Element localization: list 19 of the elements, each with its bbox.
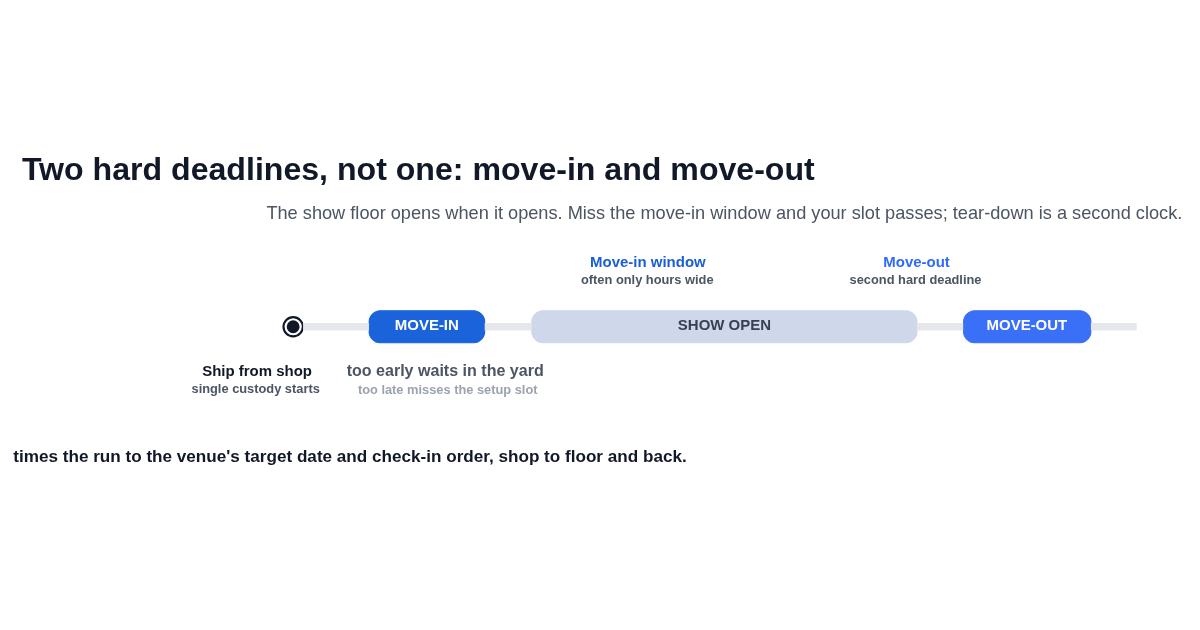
node-label: too early waits in the yard [346, 360, 544, 379]
connector [917, 323, 964, 331]
node-label: single custody starts [191, 380, 320, 396]
node-circle [282, 316, 304, 338]
label: The show floor opens when it opens. Miss the move-in window and your slot passes; tear-down is a second clock. [266, 202, 1183, 223]
node-label: second hard deadline [849, 271, 982, 287]
node-label: Move-in window [590, 253, 706, 271]
node-label: Move-out [883, 253, 950, 271]
node-box: MOVE-IN [368, 310, 486, 344]
node-label: Ship from shop [202, 362, 312, 380]
connector [1090, 323, 1137, 331]
label: times the run to the venue's target date and check-in order, shop to floor and back. [13, 447, 687, 467]
connector [484, 323, 532, 331]
node-box: MOVE-OUT [963, 310, 1092, 344]
node-box: SHOW OPEN [531, 310, 918, 344]
connector [303, 323, 369, 331]
node-label: often only hours wide [581, 271, 714, 287]
node-label: too late misses the setup slot [357, 381, 538, 397]
diagram-title: Two hard deadlines, not one: move-in and move-out [21, 151, 815, 188]
